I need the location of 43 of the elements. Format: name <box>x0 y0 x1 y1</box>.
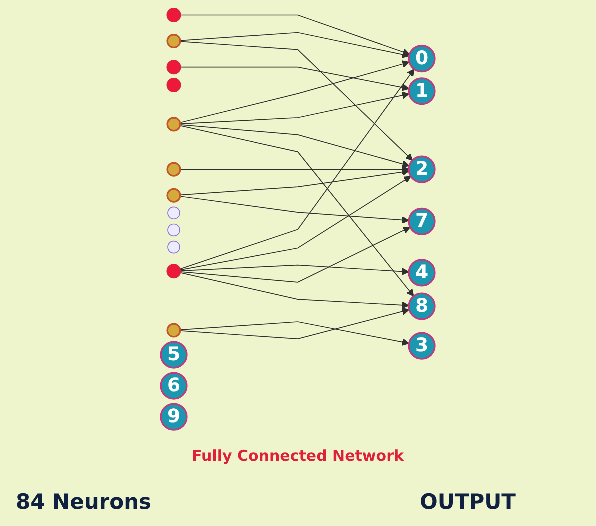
arrow <box>180 32 410 58</box>
arrow <box>180 92 410 125</box>
arrow <box>180 166 410 174</box>
arrow <box>180 124 410 168</box>
node-circle: 1 <box>408 78 436 106</box>
arrow <box>180 125 414 297</box>
node-circle <box>166 78 182 93</box>
arrow <box>180 14 410 56</box>
node-circle: 3 <box>408 332 436 360</box>
arrow <box>180 168 410 196</box>
arrow <box>180 41 414 161</box>
node-circle <box>166 323 182 338</box>
node-circle <box>166 264 182 279</box>
arrow <box>180 60 410 124</box>
arrow <box>180 272 410 310</box>
arrow <box>180 308 410 340</box>
node-circle: 9 <box>160 403 188 431</box>
node-circle <box>166 60 182 75</box>
arrow <box>180 196 410 224</box>
node-circle: 6 <box>160 372 188 400</box>
node-circle <box>168 224 180 237</box>
node-circle: 0 <box>408 45 436 73</box>
arrow <box>180 226 411 283</box>
arrow <box>180 264 410 276</box>
node-circle: 4 <box>408 259 436 287</box>
node-circle <box>166 8 182 22</box>
node-circle: 5 <box>160 341 188 369</box>
node-circle <box>166 117 182 132</box>
input-layer-label: 84 Neurons <box>16 490 152 514</box>
node-circle: 8 <box>408 292 436 320</box>
node-circle <box>168 206 180 220</box>
node-circle <box>166 162 182 177</box>
arrow <box>180 68 415 270</box>
node-circle <box>168 240 180 254</box>
arrow <box>180 176 412 271</box>
output-layer-label: OUTPUT <box>420 490 516 514</box>
node-circle: 7 <box>408 208 436 236</box>
network-caption: Fully Connected Network <box>192 447 404 465</box>
node-circle <box>166 34 182 49</box>
node-circle <box>166 188 182 203</box>
arrow <box>180 66 410 92</box>
arrow <box>180 322 410 346</box>
node-circle: 2 <box>408 156 436 184</box>
